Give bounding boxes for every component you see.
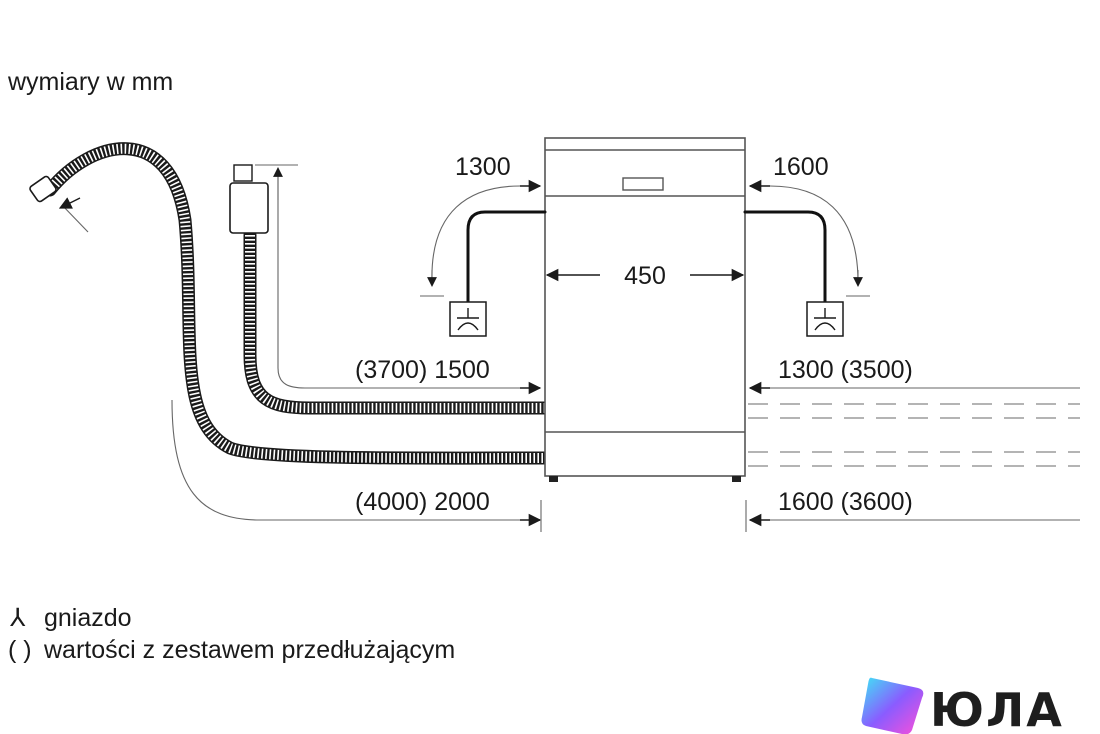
legend-socket-label: gniazdo: [44, 604, 132, 632]
aquastop-valve-icon: [229, 182, 269, 234]
right-cord-length-label: 1600: [773, 153, 829, 181]
foot-left: [549, 476, 558, 482]
right-power-cord: [743, 210, 827, 304]
right-socket-icon: [806, 301, 844, 337]
foot-right: [732, 476, 741, 482]
left-socket-icon: [449, 301, 487, 337]
left-hose-upper-label: (3700) 1500: [355, 356, 490, 384]
legend-extension-label: wartości z zestawem przedłużającym: [43, 636, 455, 664]
logo-icon: [861, 677, 924, 734]
inlet-hose: [229, 164, 552, 415]
right-hose-upper-label: 1300 (3500): [778, 356, 913, 384]
drain-hose: [29, 142, 552, 465]
left-power-cord: [466, 210, 547, 304]
right-hose-lower-label: 1600 (3600): [778, 488, 913, 516]
logo-text: ЮЛА: [930, 683, 1064, 734]
left-cord-length-label: 1300: [455, 153, 511, 181]
dishwasher-body: [544, 137, 746, 482]
units-note: wymiary w mm: [7, 68, 173, 96]
left-hose-lower-label: (4000) 2000: [355, 488, 490, 516]
legend-extension-symbol: ( ): [8, 636, 32, 664]
yula-logo: ЮЛА: [861, 677, 1064, 734]
control-panel-display: [622, 177, 664, 191]
legend-socket-symbol: ⅄: [10, 604, 26, 632]
width-label: 450: [624, 262, 666, 290]
